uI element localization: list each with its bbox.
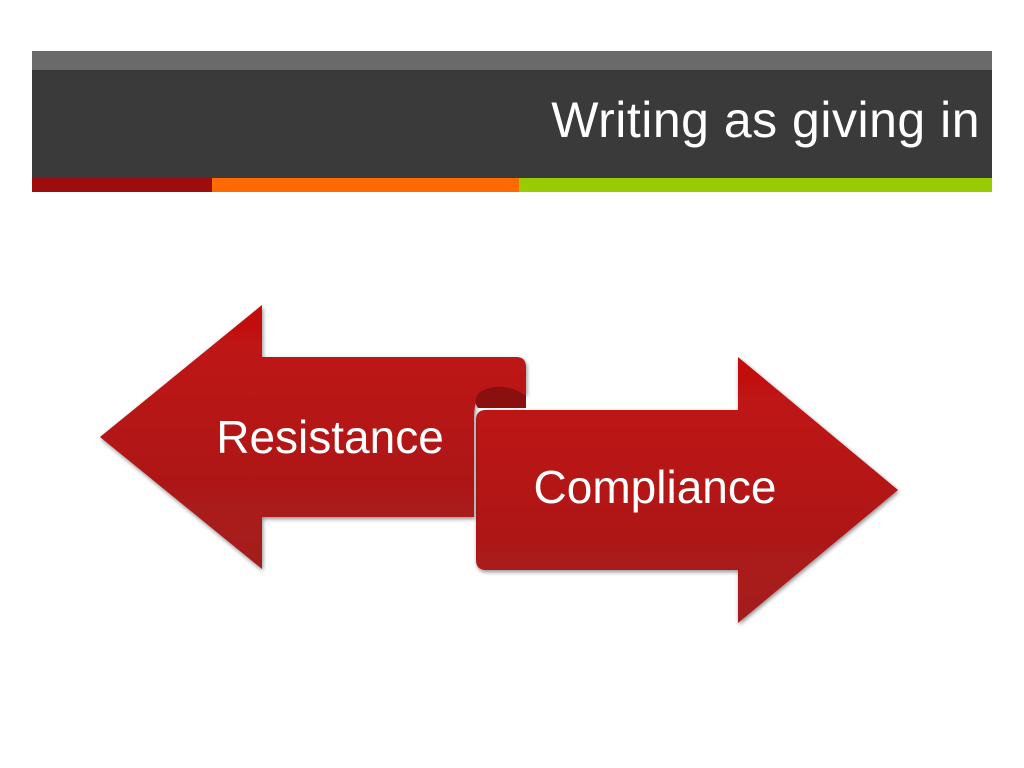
title-band: Writing as giving in xyxy=(32,51,992,178)
accent-bar xyxy=(32,178,992,192)
accent-segment-green xyxy=(519,178,992,192)
resistance-label: Resistance xyxy=(216,411,444,463)
arrow-fold-curl xyxy=(475,386,526,408)
right-arrow-shape xyxy=(476,357,898,623)
accent-segment-orange xyxy=(212,178,519,192)
accent-segment-red xyxy=(32,178,212,192)
compliance-label: Compliance xyxy=(534,461,777,513)
slide-title: Writing as giving in xyxy=(551,92,980,148)
left-arrow-shape xyxy=(100,305,526,569)
title-band-top-stripe xyxy=(32,51,992,70)
